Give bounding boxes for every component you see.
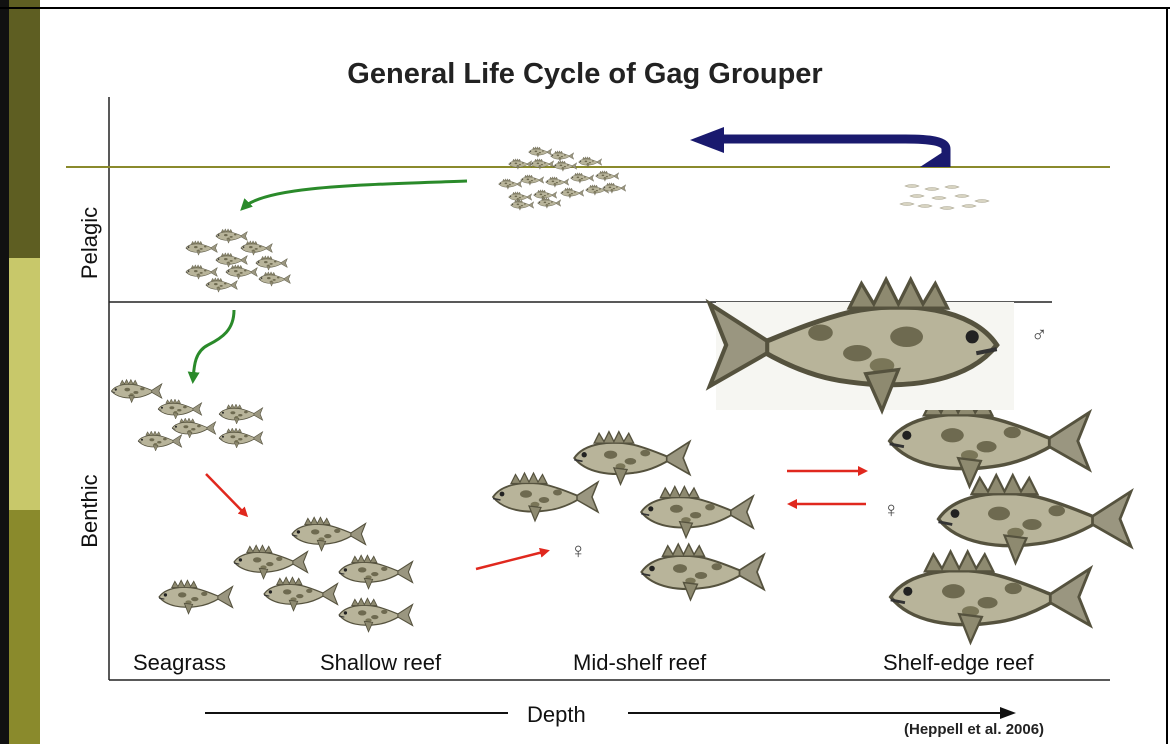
habitat-label-shelf-edge-reef: Shelf-edge reef xyxy=(883,650,1033,676)
seagrass-to-shallow-arrow xyxy=(206,474,246,515)
settlement-arrow-lower xyxy=(193,310,234,380)
depth-arrowhead xyxy=(1000,707,1016,719)
male-symbol: ♂ xyxy=(1031,322,1048,348)
pelagic-zone-label: Pelagic xyxy=(77,203,103,283)
female-symbol-midshelf: ♀ xyxy=(570,538,587,564)
pelagic-juvenile-school xyxy=(186,229,291,292)
larval-drift-arrow xyxy=(718,139,946,167)
habitat-label-seagrass: Seagrass xyxy=(133,650,226,676)
larval-school xyxy=(499,147,626,211)
seagrass-juveniles xyxy=(111,379,262,450)
egg-larvae-cluster xyxy=(900,185,989,210)
mid-shelf-reef-fish xyxy=(493,432,764,600)
larval-drift-arrowhead xyxy=(690,127,724,153)
shallow-to-midshelf-arrow xyxy=(476,551,547,569)
habitat-label-mid-shelf-reef: Mid-shelf reef xyxy=(573,650,706,676)
settlement-arrow-upper xyxy=(243,181,467,208)
female-symbol-shelfedge: ♀ xyxy=(883,497,900,523)
habitat-label-shallow-reef: Shallow reef xyxy=(320,650,441,676)
benthic-zone-label: Benthic xyxy=(77,466,103,556)
depth-axis-label: Depth xyxy=(527,702,586,728)
shallow-reef-fish xyxy=(159,517,413,632)
shelf-edge-reef-fish xyxy=(890,395,1131,642)
citation: (Heppell et al. 2006) xyxy=(904,721,1044,738)
